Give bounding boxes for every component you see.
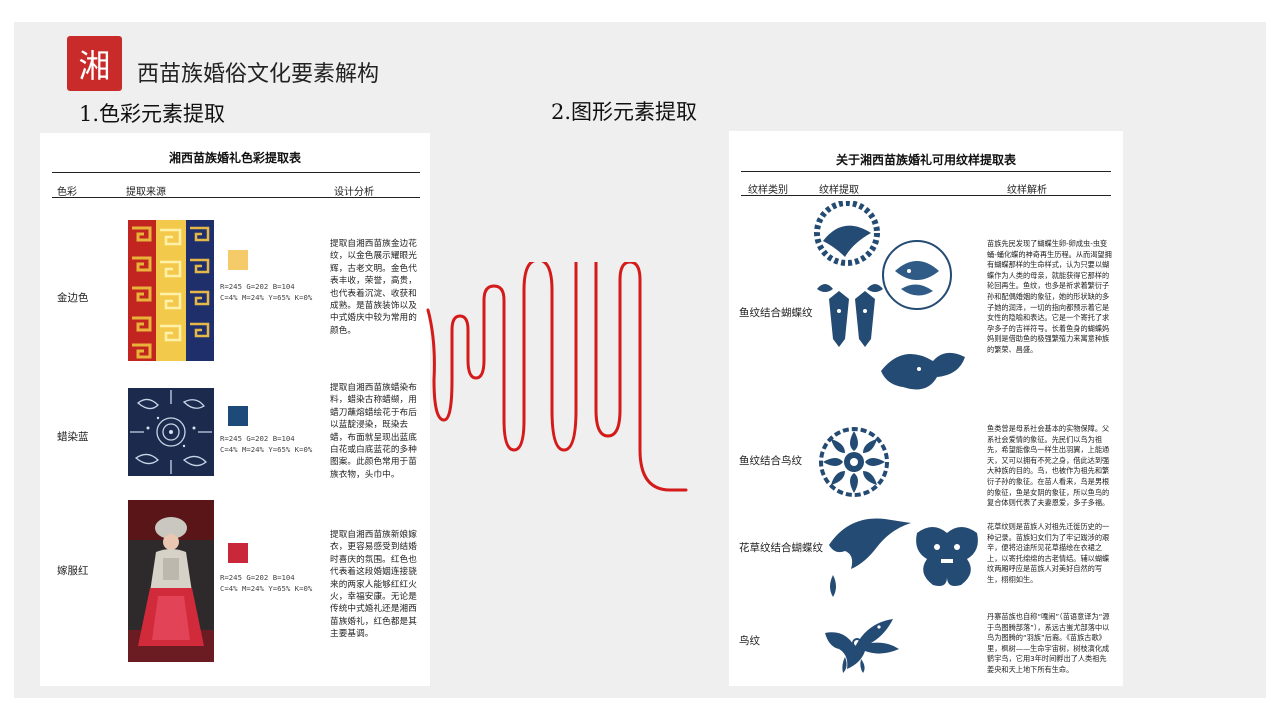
header-pattern-extract: 纹样提取 bbox=[819, 185, 859, 196]
logo-badge: 湘 bbox=[67, 36, 122, 91]
color-table-title: 湘西苗族婚礼色彩提取表 bbox=[168, 151, 301, 165]
header-color: 色彩 bbox=[57, 187, 77, 198]
row-label-bird: 鸟纹 bbox=[739, 635, 760, 647]
row-label-fish-butterfly: 鱼纹结合蝴蝶纹 bbox=[739, 307, 813, 319]
row-label-flower-butterfly: 花草纹结合蝴蝶纹 bbox=[739, 542, 823, 554]
pattern-table-title: 关于湘西苗族婚礼可用纹样提取表 bbox=[835, 153, 1016, 167]
header-pattern-type: 纹样类别 bbox=[748, 185, 788, 196]
fish-bird-icon bbox=[819, 427, 889, 497]
row-label-gold: 金边色 bbox=[57, 292, 89, 304]
fish-bird-analysis: 鱼类曾是母系社会基本的实物保障。父系社会爱情的象征。先民们以鸟为祖先，希望能像鸟… bbox=[987, 424, 1110, 508]
red-cmyk: C=4% M=24% Y=65% K=0% bbox=[220, 584, 313, 593]
row-label-blue: 蜡染蓝 bbox=[57, 431, 89, 443]
table-rule-header bbox=[52, 197, 420, 198]
page-title: 西苗族婚俗文化要素解构 bbox=[137, 62, 380, 87]
batik-fabric-image bbox=[128, 388, 214, 476]
table-rule-top bbox=[52, 172, 420, 173]
logo-char: 湘 bbox=[78, 46, 111, 85]
bird-analysis: 丹寨苗族也自称“嘎闹”（苗语意译为“源于鸟图腾部落”），系远古蚩尤部落中以鸟为图… bbox=[987, 612, 1110, 674]
bride-costume-image bbox=[128, 500, 214, 662]
color-table-panel: 湘西苗族婚礼色彩提取表 色彩 提取来源 设计分析 金边色 bbox=[40, 133, 430, 686]
red-wave-line-decoration bbox=[426, 262, 688, 492]
blue-rgb: R=245 G=202 B=104 bbox=[220, 434, 295, 443]
gold-analysis: 提取自湘西苗族金边花纹，以金色展示耀眼光辉，古老文明。金色代表丰收，荣誉，高贵，… bbox=[330, 239, 417, 336]
red-rgb: R=245 G=202 B=104 bbox=[220, 573, 295, 582]
pattern-rule-header bbox=[741, 195, 1111, 196]
fish-butterfly-analysis: 苗族先民发现了蝴蝶生卵-卵成虫-虫变蛹-蛹化蝶的神奇再生历程。从而渴望拥有蝴蝶那… bbox=[987, 239, 1112, 354]
header-analysis: 设计分析 bbox=[334, 187, 374, 198]
swatch-gold bbox=[228, 250, 248, 270]
header-source: 提取来源 bbox=[126, 187, 166, 198]
header-pattern-analysis: 纹样解析 bbox=[1007, 185, 1047, 196]
gold-rgb: R=245 G=202 B=104 bbox=[220, 282, 295, 291]
flower-butterfly-icon bbox=[829, 518, 978, 597]
blue-analysis: 提取自湘西苗族蜡染布料，蜡染古称蜡缬，用蜡刀蘸熔蜡绘花于布后以蓝靛浸染，既染去蜡… bbox=[330, 383, 417, 480]
fish-butterfly-icon bbox=[814, 201, 965, 390]
section-title-pattern: 2.图形元素提取 bbox=[551, 100, 698, 124]
swatch-red bbox=[228, 543, 248, 563]
gold-border-fabric-image bbox=[128, 220, 214, 361]
pattern-rule-top bbox=[741, 171, 1111, 172]
row-label-fish-bird: 鱼纹结合鸟纹 bbox=[739, 455, 802, 467]
flower-butterfly-analysis: 花草纹则是苗族人对祖先迁徙历史的一种记录。苗族妇女们为了牢记跋涉的艰辛，便将沿途… bbox=[987, 522, 1110, 584]
blue-cmyk: C=4% M=24% Y=65% K=0% bbox=[220, 445, 313, 454]
section-title-color: 1.色彩元素提取 bbox=[79, 102, 226, 126]
row-label-red: 嫁服红 bbox=[57, 565, 89, 577]
red-analysis: 提取自湘西苗族新娘嫁衣，更容易感受到结婚时喜庆的氛围。红色也代表着这段婚姻连接骁… bbox=[330, 530, 417, 640]
gold-cmyk: C=4% M=24% Y=65% K=0% bbox=[220, 293, 313, 302]
swatch-blue bbox=[228, 406, 248, 426]
phoenix-bird-icon bbox=[825, 619, 899, 673]
pattern-table-panel: 关于湘西苗族婚礼可用纹样提取表 纹样类别 纹样提取 纹样解析 鱼纹结合蝴蝶纹 苗… bbox=[729, 131, 1123, 686]
